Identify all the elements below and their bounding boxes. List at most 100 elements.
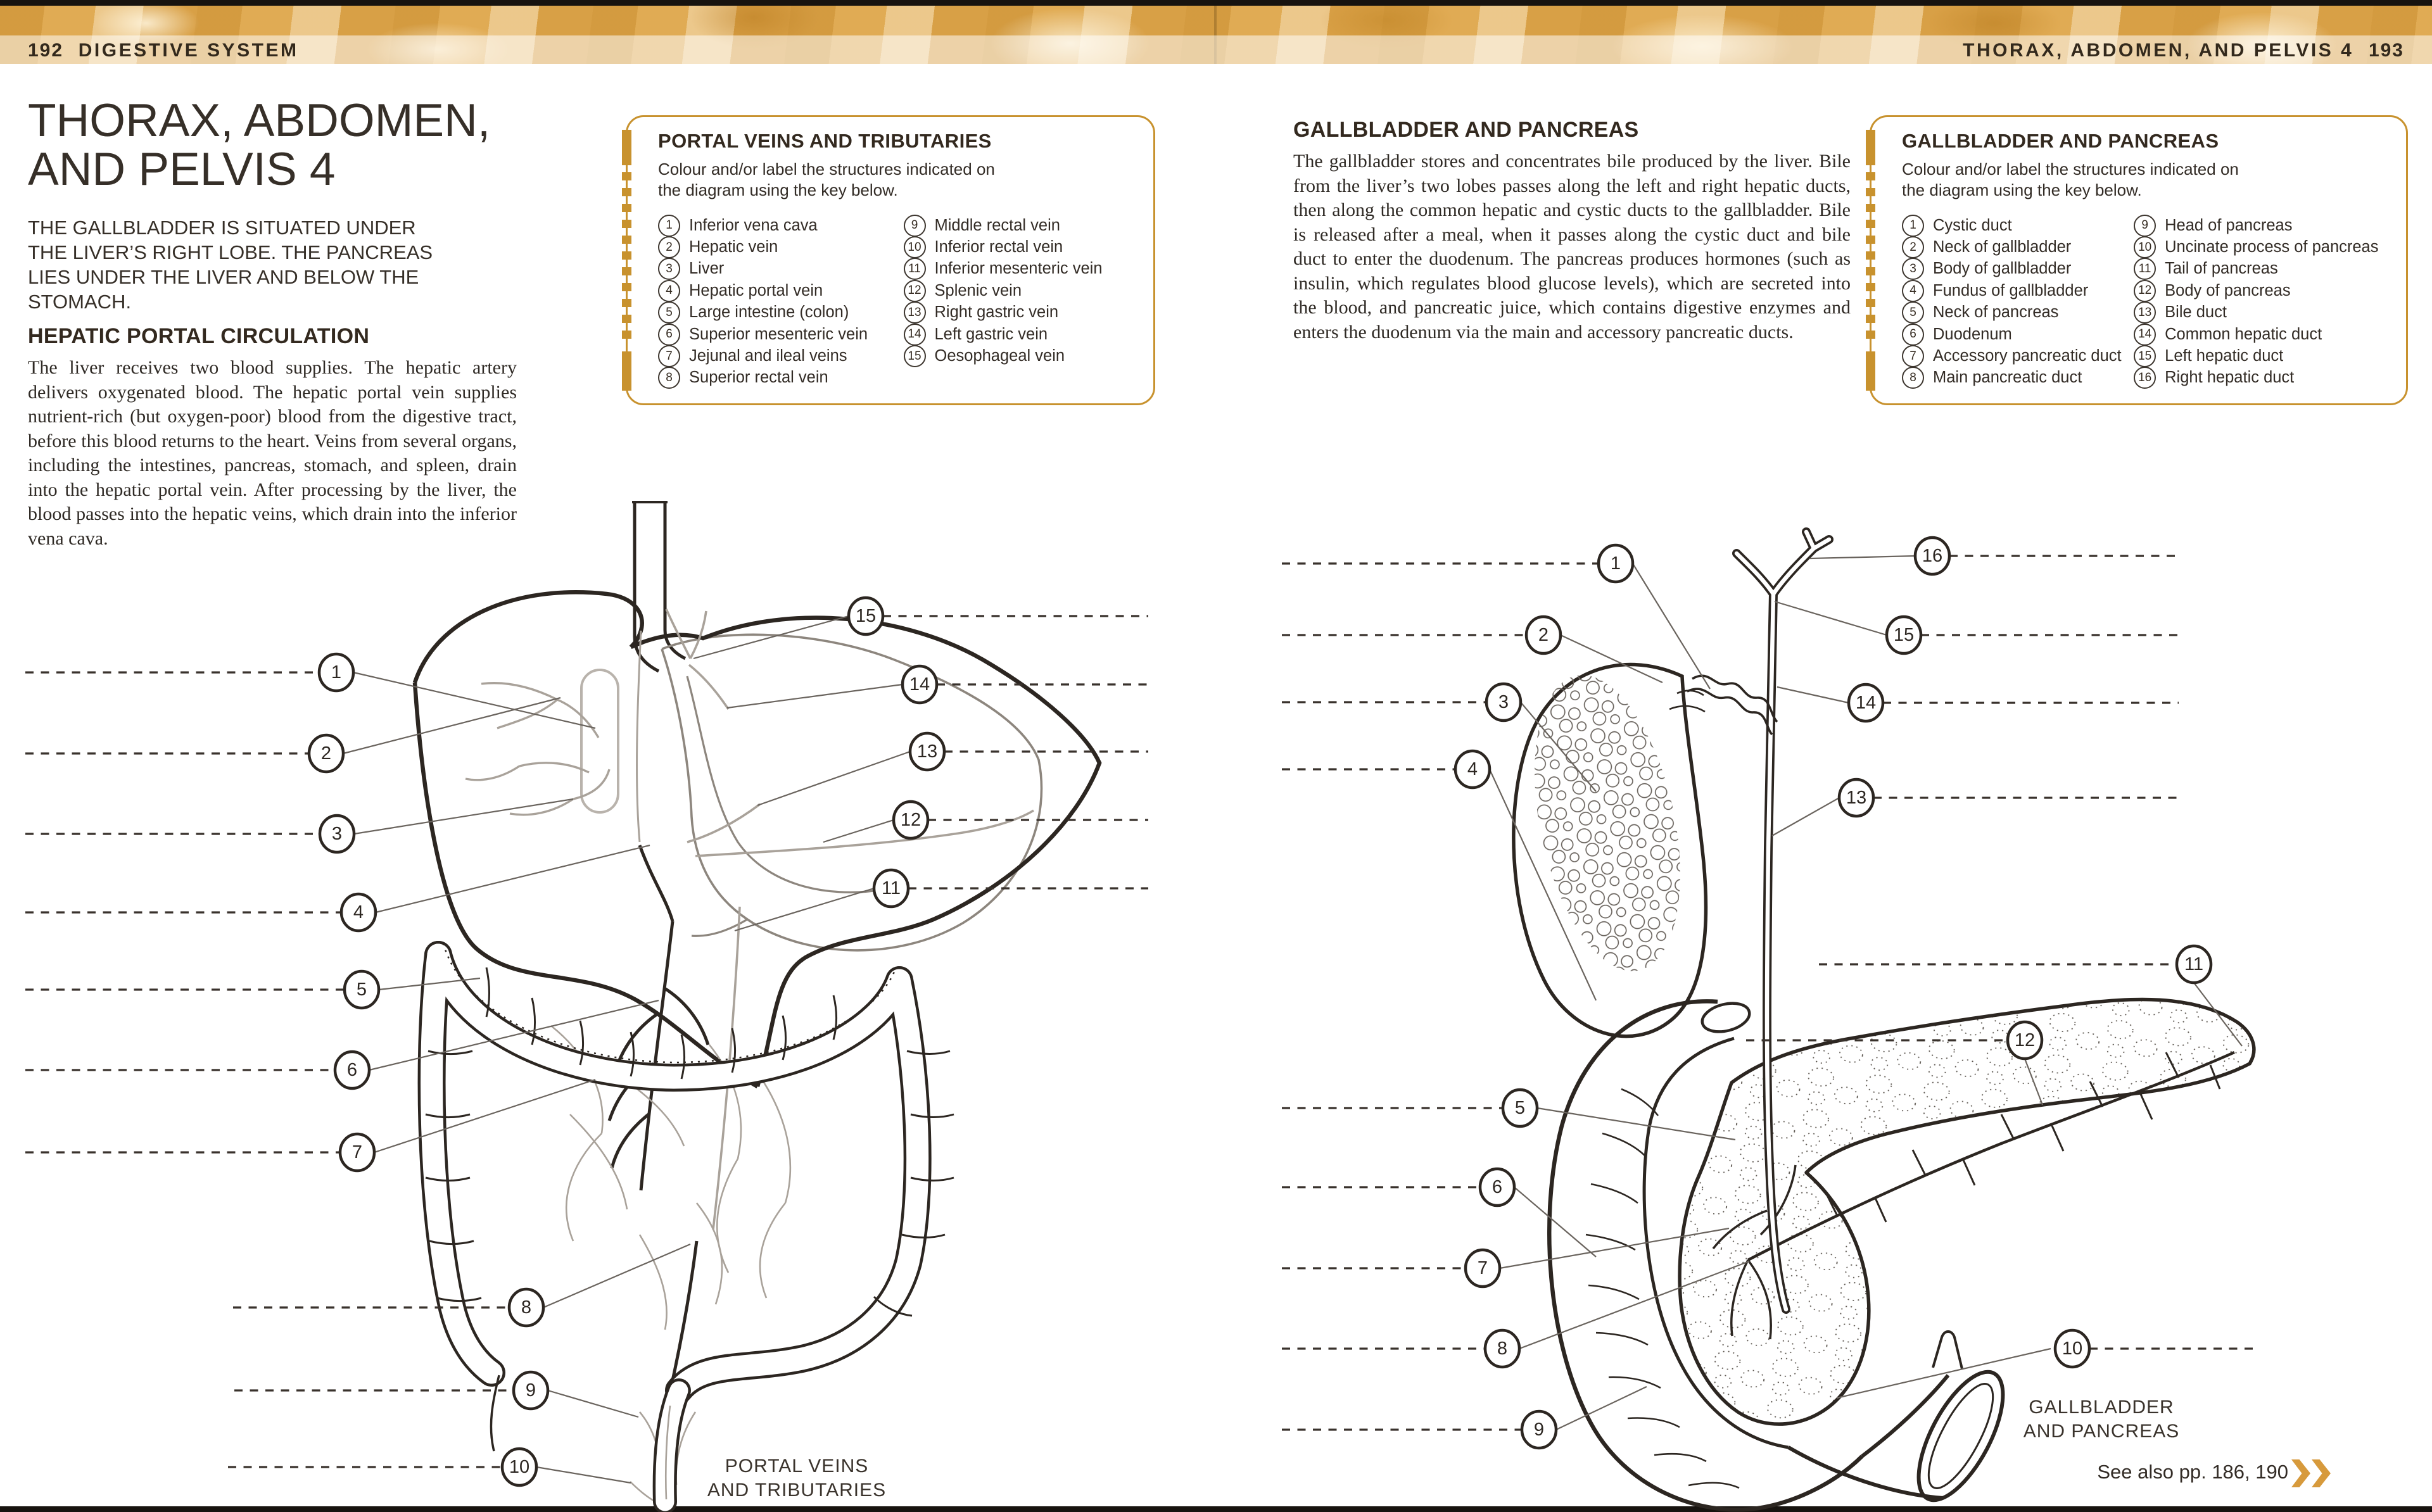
running-header-right: THORAX, ABDOMEN, AND PELVIS 4 193 <box>1963 40 2404 61</box>
callout: 8 <box>507 1287 545 1328</box>
key-number-badge: 9 <box>2134 214 2156 237</box>
callout: 13 <box>1837 778 1875 818</box>
circular-folds <box>1585 1088 1740 1489</box>
key-box-instructions: Colour and/or label the structures indic… <box>1902 160 2239 199</box>
callout: 4 <box>1454 749 1492 790</box>
callout: 6 <box>333 1050 371 1090</box>
key-number-badge: 7 <box>1902 345 1924 368</box>
header-texture-band <box>0 6 2432 64</box>
hepatic-veins <box>465 682 611 816</box>
key-number-badge: 11 <box>2134 258 2156 280</box>
hepatic-and-bile-ducts <box>1687 527 1834 1314</box>
svg-text:8: 8 <box>1497 1339 1507 1359</box>
gastric-and-splenic-veins <box>665 608 1034 1230</box>
appendix <box>490 1375 500 1452</box>
svg-text:11: 11 <box>2184 954 2203 974</box>
inferior-vena-cava <box>580 669 619 814</box>
callout: 3 <box>318 814 356 854</box>
svg-text:4: 4 <box>353 902 364 923</box>
svg-text:9: 9 <box>1534 1420 1544 1440</box>
section-name-right: THORAX, ABDOMEN, AND PELVIS 4 <box>1963 40 2354 61</box>
haustra-ticks <box>425 967 954 1317</box>
callout: 15 <box>847 596 885 636</box>
key-number-badge: 8 <box>658 367 680 389</box>
callout: 10 <box>2053 1328 2091 1369</box>
svg-text:6: 6 <box>1492 1177 1502 1197</box>
running-header-left: 192 DIGESTIVE SYSTEM <box>28 40 298 61</box>
key-number-badge: 7 <box>658 345 680 368</box>
key-number-badge: 6 <box>658 323 680 346</box>
left-section-body: The liver receives two blood supplies. T… <box>28 357 517 549</box>
svg-text:10: 10 <box>2062 1339 2082 1359</box>
key-number-badge: 1 <box>658 214 680 237</box>
key-number-badge: 5 <box>1902 301 1924 324</box>
callout: 15 <box>1885 615 1923 655</box>
key-number-badge: 15 <box>2134 345 2156 368</box>
svg-text:5: 5 <box>357 980 367 1000</box>
callout: 12 <box>892 800 930 840</box>
key-box-dash-edge <box>621 130 631 391</box>
svg-text:1: 1 <box>331 662 341 683</box>
svg-text:4: 4 <box>1467 759 1478 779</box>
page-gutter-shadow <box>1214 6 1217 64</box>
key-number-badge: 11 <box>903 258 926 280</box>
svg-text:1: 1 <box>1611 553 1621 574</box>
key-number-badge: 8 <box>1902 367 1924 389</box>
svg-text:13: 13 <box>917 741 937 762</box>
callout: 10 <box>500 1447 538 1487</box>
see-also-text: See also pp. 186, 190 <box>2097 1461 2288 1484</box>
stomach-outline <box>661 633 1043 952</box>
callout: 4 <box>339 892 377 933</box>
callout: 8 <box>1483 1328 1521 1369</box>
callout: 16 <box>1913 536 1951 576</box>
jejunum-cut-end <box>1787 1330 2005 1503</box>
svg-text:3: 3 <box>1498 692 1509 712</box>
svg-text:14: 14 <box>909 674 930 695</box>
section-name-left: DIGESTIVE SYSTEM <box>78 40 299 61</box>
key-number-badge: 4 <box>658 279 680 302</box>
svg-text:13: 13 <box>1846 788 1866 808</box>
pancreatic-ducts <box>1712 1050 2235 1340</box>
right-diagram-caption-line2: AND PANCREAS <box>2024 1421 2180 1442</box>
gallbladder-pancreas-diagram <box>1512 527 2256 1512</box>
callout: 5 <box>343 969 381 1010</box>
key-number-badge: 12 <box>2134 279 2156 302</box>
callout: 7 <box>1464 1248 1502 1288</box>
duodenum <box>1547 999 1864 1512</box>
svg-text:14: 14 <box>1856 693 1876 713</box>
key-number-badge: 10 <box>2134 236 2156 259</box>
svg-text:9: 9 <box>526 1380 536 1401</box>
callout: 9 <box>512 1370 550 1411</box>
key-number-badge: 13 <box>903 301 926 324</box>
key-number-badge: 9 <box>903 214 926 237</box>
left-diagram-callouts: 1 2 3 4 5 6 7 8 9 10 11 12 13 14 15 PORT… <box>25 596 1148 1501</box>
key-number-badge: 4 <box>1902 279 1924 302</box>
key-number-badge: 3 <box>658 258 680 280</box>
svg-text:11: 11 <box>882 878 901 898</box>
page-number-right: 193 <box>2368 40 2404 61</box>
callout: 6 <box>1478 1167 1516 1207</box>
